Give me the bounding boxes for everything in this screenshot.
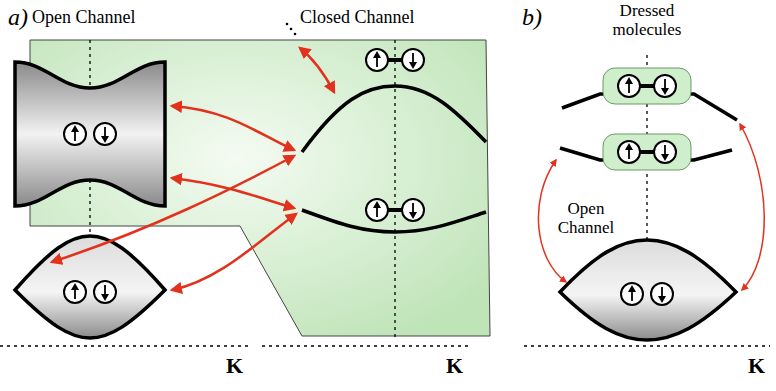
coupling-arrows bbox=[538, 124, 764, 290]
coupling-arrows bbox=[52, 48, 334, 290]
band-title: Dressed molecules bbox=[597, 2, 697, 39]
panel-label: a) bbox=[8, 4, 28, 30]
channel-title: Open Channel bbox=[551, 200, 621, 237]
channel-title: Open Channel bbox=[32, 8, 135, 28]
open-channel-continuum bbox=[15, 62, 165, 206]
open-channel-band bbox=[15, 236, 165, 338]
axes bbox=[0, 40, 770, 346]
closed-channel-band bbox=[302, 86, 486, 152]
channel-title: Closed Channel bbox=[300, 8, 415, 28]
closed-channel-band bbox=[302, 210, 486, 232]
axis-label: K bbox=[446, 354, 463, 378]
open-channel-band bbox=[560, 240, 736, 340]
axis-label: K bbox=[748, 354, 765, 378]
panel-label: b) bbox=[522, 4, 542, 30]
closed-channel-region bbox=[30, 40, 490, 336]
axis-label: K bbox=[226, 354, 243, 378]
